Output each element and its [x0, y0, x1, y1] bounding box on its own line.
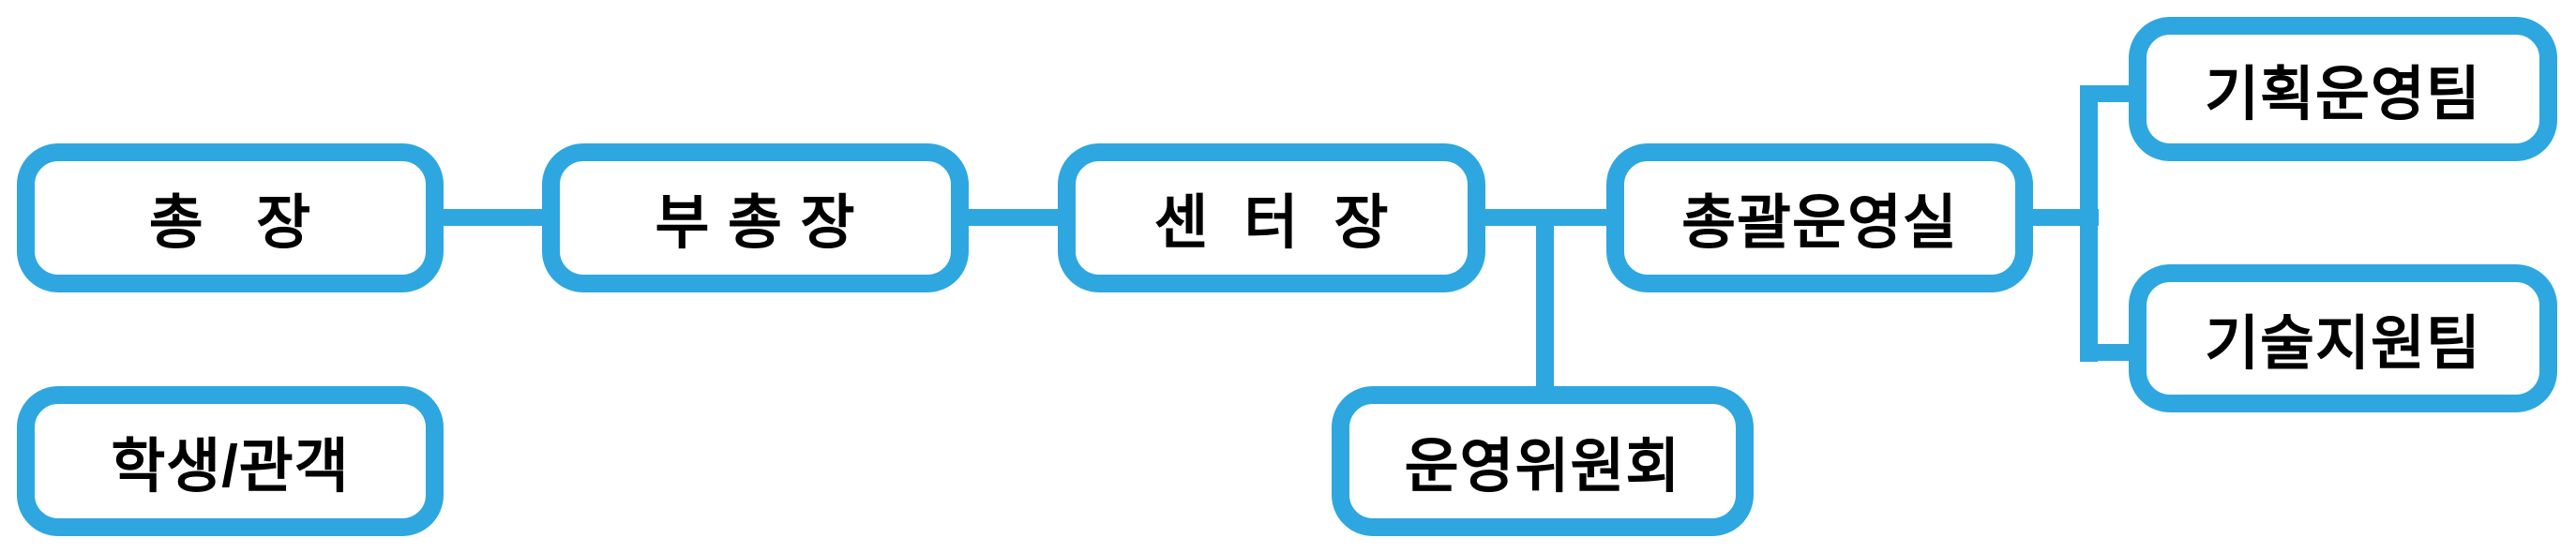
node-students-audience: 학생/관객 — [17, 386, 444, 536]
connector-president-vice-president — [436, 209, 549, 226]
node-steering-committee: 운영위원회 — [1332, 386, 1754, 536]
node-planning-operations-team: 기획운영팀 — [2129, 17, 2557, 161]
connector-drop-steering-committee — [1536, 217, 1554, 392]
node-students-audience-label: 학생/관객 — [111, 433, 350, 500]
connector-stub-tech-support-team — [2089, 344, 2136, 361]
node-general-operations-office-label: 총괄운영실 — [1681, 190, 1958, 256]
node-president-label: 총 장 — [148, 190, 312, 256]
node-general-operations-office: 총괄운영실 — [1606, 143, 2033, 292]
node-center-director: 센 터 장 — [1058, 143, 1485, 292]
node-vice-president-label: 부 총 장 — [655, 190, 856, 256]
node-center-director-label: 센 터 장 — [1153, 190, 1390, 256]
node-president: 총 장 — [17, 143, 444, 292]
connector-vice-president-center-director — [961, 209, 1064, 226]
node-tech-support-team: 기술지원팀 — [2129, 264, 2557, 412]
node-planning-operations-team-label: 기획운영팀 — [2205, 61, 2481, 127]
node-steering-committee-label: 운영위원회 — [1404, 433, 1681, 500]
connector-bracket-vertical — [2080, 85, 2098, 362]
node-vice-president: 부 총 장 — [542, 143, 969, 292]
connector-stub-planning-team — [2089, 85, 2136, 102]
node-tech-support-team-label: 기술지원팀 — [2205, 310, 2481, 377]
